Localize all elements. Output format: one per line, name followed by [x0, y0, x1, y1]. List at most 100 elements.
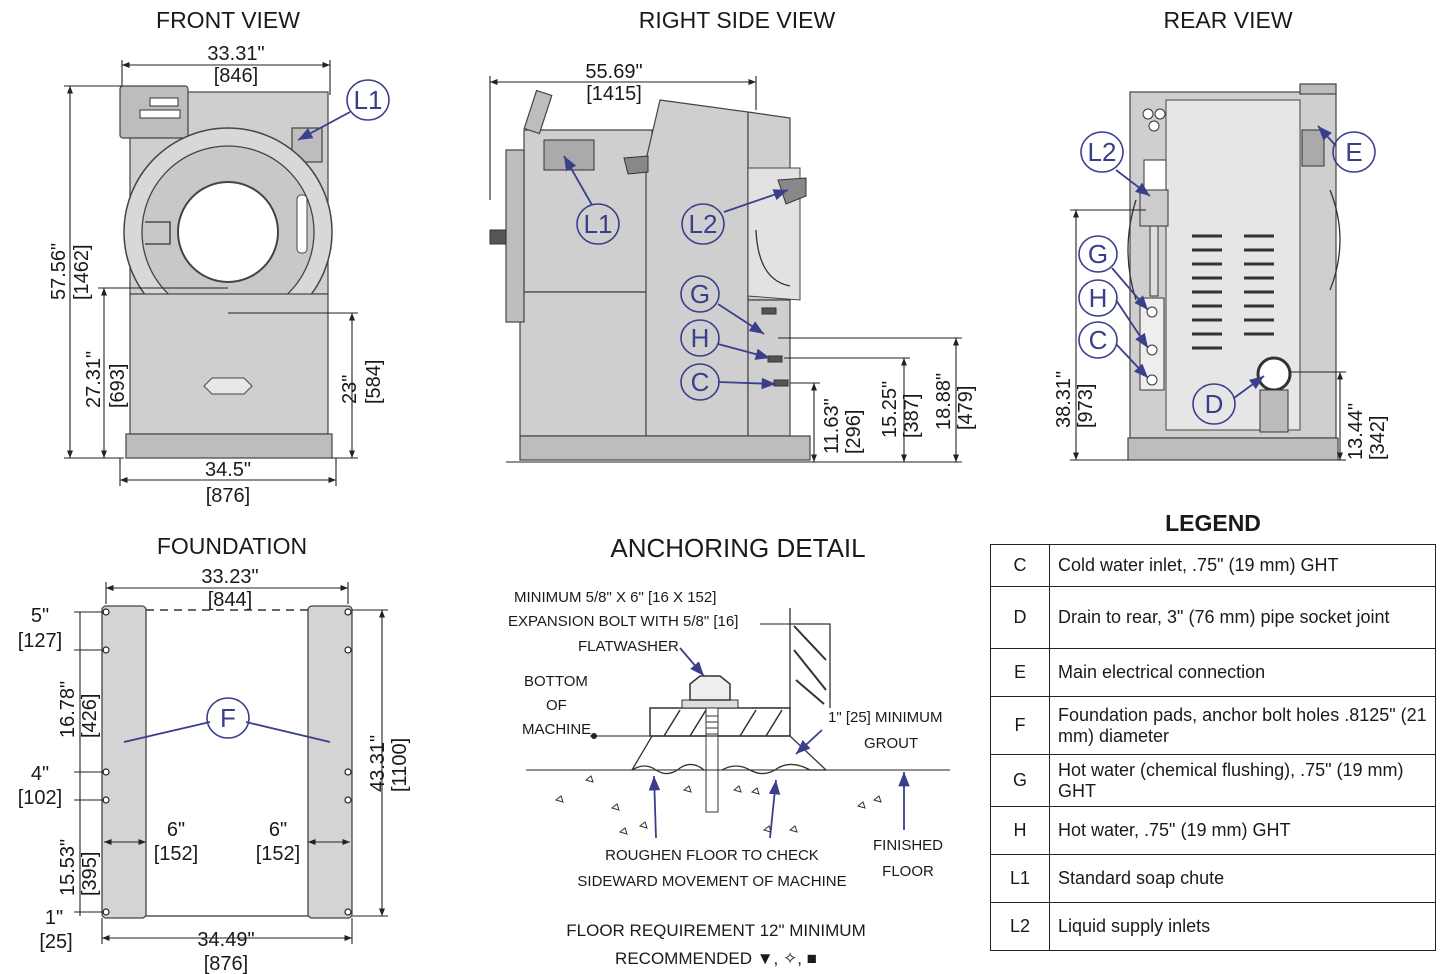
side-g-mm: [479]: [955, 386, 977, 430]
legend-key: L2: [990, 902, 1050, 951]
foundation-view: FOUNDATION 33.23" [844] 5" [127] 16.78" …: [18, 533, 411, 974]
rear-base: [1127, 437, 1339, 461]
anchoring-aggregate: [554, 775, 882, 835]
anchoring-grout-arrow: [795, 729, 823, 755]
legend-description: Drain to rear, 3" (76 mm) pipe socket jo…: [1049, 586, 1436, 649]
rear-electrical-box: [1301, 129, 1325, 167]
side-l2-callout: [681, 203, 725, 245]
rear-l2-callout: [1080, 131, 1124, 173]
rear-h-fitting: [1146, 344, 1158, 356]
side-h-inches: 15.25": [879, 381, 901, 438]
foundation-d-inches: 15.53": [57, 839, 79, 896]
front-door-inches: 27.31": [83, 351, 105, 408]
rear-g-leader: [1111, 267, 1149, 311]
front-base-mm: [876]: [206, 485, 250, 507]
front-emblem: [203, 377, 253, 395]
side-c-leader: [717, 377, 777, 390]
foundation-a-inches: 5": [31, 605, 49, 627]
side-h-callout: [680, 319, 720, 357]
side-c-label: C: [691, 367, 710, 397]
foundation-a-mm: [127]: [18, 630, 62, 652]
anchoring-title: ANCHORING DETAIL: [610, 533, 865, 563]
foundation-pad-left-mm: [152]: [154, 843, 198, 865]
rear-hole-3: [1148, 120, 1160, 132]
front-base-inches: 34.5": [205, 459, 251, 481]
legend-description: Standard soap chute: [1049, 854, 1436, 903]
anchoring-base-hatch: [663, 709, 783, 737]
front-width-inches: 33.31": [207, 43, 264, 65]
legend-title: LEGEND: [1165, 510, 1261, 536]
legend-description: Main electrical connection: [1049, 648, 1436, 697]
side-h-mm: [387]: [901, 394, 923, 438]
foundation-f-leader-left: [123, 721, 211, 743]
side-c-inches: 11.63": [821, 398, 843, 454]
front-door-handle: [145, 221, 171, 245]
front-l1-callout: [346, 79, 390, 121]
side-h-label: H: [691, 323, 710, 353]
legend-description: Cold water inlet, .75" (19 mm) GHT: [1049, 544, 1436, 587]
side-panel-lid: [523, 89, 553, 135]
anchoring-wall-outline: [750, 608, 791, 709]
foundation-pad-right-mm: [152]: [256, 843, 300, 865]
side-g-callout: [680, 275, 720, 313]
side-depth-mm: [1415]: [586, 83, 642, 105]
rear-c-leader: [1115, 343, 1149, 379]
foundation-depth-mm: [1100]: [389, 738, 411, 792]
anchoring-roughen-arrow-right: [768, 779, 781, 839]
rear-e-leader: [1317, 125, 1337, 147]
anchoring-roughen-line1: ROUGHEN FLOOR TO CHECK: [605, 847, 819, 864]
rear-c-fitting: [1146, 374, 1158, 386]
anchoring-nut: [689, 675, 731, 701]
front-sill-inches: 23": [339, 375, 361, 404]
side-c-mm: [296]: [843, 410, 865, 454]
side-h-fitting: [767, 355, 783, 363]
foundation-bottom-inches: 34.49": [197, 929, 254, 951]
anchoring-bolt-line1: MINIMUM 5/8" X 6" [16 X 152]: [514, 589, 716, 606]
front-view: FRONT VIEW 33.31" [846] 57.56" [1462] 27…: [48, 7, 390, 507]
anchoring-bottom-line3: MACHINE: [522, 721, 591, 738]
legend-key: C: [990, 544, 1050, 587]
rear-l2-manifold: [1139, 189, 1169, 227]
side-depth-inches: 55.69": [585, 61, 642, 83]
side-lower-front: [519, 291, 647, 437]
side-l1-label: L1: [584, 209, 613, 239]
side-g-label: G: [690, 279, 710, 309]
rear-c-callout: [1078, 321, 1118, 359]
side-l1-callout: [576, 203, 620, 245]
foundation-e-mm: [25]: [39, 931, 72, 953]
rear-l2-leader: [1115, 169, 1151, 197]
rear-l2-inches: 38.31": [1053, 371, 1075, 428]
anchoring-bottom-line2: OF: [546, 697, 567, 714]
foundation-bottom-mm: [876]: [204, 953, 248, 974]
rear-l2-mm: [973]: [1075, 384, 1097, 428]
legend-key: G: [990, 754, 1050, 807]
legend-description: Foundation pads, anchor bolt holes .8125…: [1049, 696, 1436, 755]
anchoring-finished-line1: FINISHED: [873, 837, 943, 854]
side-l1-leader: [563, 155, 593, 206]
rear-g-fitting: [1146, 306, 1158, 318]
legend-row: G Hot water (chemical flushing), .75" (1…: [990, 754, 1436, 807]
foundation-f-callout: [206, 697, 250, 739]
legend-key: L1: [990, 854, 1050, 903]
front-sill-mm: [584]: [363, 360, 385, 404]
anchoring-floor-requirement-line1: FLOOR REQUIREMENT 12" MINIMUM: [566, 921, 865, 940]
rear-h-callout: [1078, 279, 1118, 317]
foundation-title: FOUNDATION: [157, 533, 307, 559]
front-door-glass: [177, 181, 279, 283]
side-c-fitting: [773, 379, 789, 387]
anchoring-grout-line2: GROUT: [864, 735, 918, 752]
rear-l2-header: [1143, 159, 1167, 191]
foundation-f-label: F: [220, 703, 236, 733]
foundation-top-inches: 33.23": [201, 566, 258, 588]
legend-key: E: [990, 648, 1050, 697]
front-height-inches: 57.56": [48, 243, 70, 300]
side-view-title: RIGHT SIDE VIEW: [639, 7, 836, 33]
front-display: [149, 97, 179, 107]
legend-row: L2 Liquid supply inlets: [990, 902, 1436, 951]
rear-d-callout: [1192, 383, 1236, 425]
front-height-mm: [1462]: [71, 244, 93, 300]
rear-view: REAR VIEW 38.31" [973] 13.44" [342]: [1053, 7, 1389, 461]
legend-row: L1 Standard soap chute: [990, 854, 1436, 903]
anchoring-flatwasher: [681, 699, 739, 709]
